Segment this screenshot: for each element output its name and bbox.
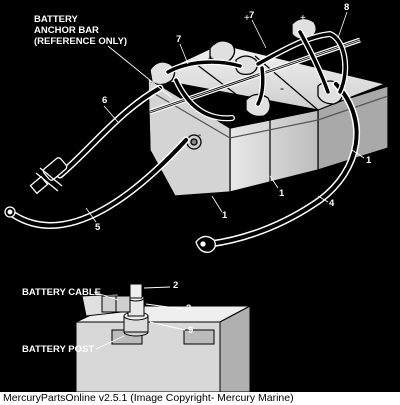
battery-post-label: BATTERY POST: [22, 344, 94, 355]
terminal-boot-3: [235, 55, 258, 76]
terminal-detail-inset: [75, 283, 251, 392]
ring-terminal-left: [4, 206, 16, 218]
polarity-minus-3: -: [198, 130, 201, 141]
callout-1-left: 1: [222, 210, 228, 221]
callout-6: 6: [102, 95, 107, 106]
callout-5: 5: [95, 222, 101, 233]
callout-8: 8: [344, 2, 349, 13]
image-copyright-caption: MercuryPartsOnline v2.5.1 (Image Copyrig…: [0, 392, 400, 405]
svg-text:(REFERENCE ONLY): (REFERENCE ONLY): [34, 36, 127, 47]
callouts: 8 7 7 6 5 4 1 1 1: [85, 2, 372, 233]
anchor-bar-leader: [107, 45, 173, 99]
battery-cable-diagram: + + + - - -: [4, 2, 389, 392]
polarity-minus-2: -: [280, 81, 284, 95]
svg-text:ANCHOR BAR: ANCHOR BAR: [34, 25, 99, 36]
inset-labels: BATTERY CABLE BATTERY POST 2 3 9: [22, 280, 193, 355]
callout-7-left: 7: [176, 34, 181, 45]
polarity-minus-1: -: [268, 93, 272, 107]
callout-1-right: 1: [366, 155, 372, 166]
plug-connector: [29, 157, 68, 195]
callout-3: 3: [186, 303, 191, 314]
polarity-plus-3: +: [300, 13, 306, 24]
inset-battery-cable: [81, 293, 131, 317]
battery-post-stack: [123, 283, 149, 337]
svg-text:BATTERY: BATTERY: [34, 14, 78, 25]
callout-4: 4: [329, 198, 335, 209]
ring-terminal-right: [195, 235, 216, 253]
anchor-bar-label: BATTERY ANCHOR BAR (REFERENCE ONLY): [34, 14, 127, 47]
callout-2: 2: [173, 280, 178, 291]
battery-cable-label: BATTERY CABLE: [22, 287, 101, 298]
cables: [10, 29, 361, 248]
callout-1-mid: 1: [279, 188, 285, 199]
callout-9: 9: [188, 325, 193, 336]
polarity-plus-1: +: [244, 13, 250, 24]
cable-ends: [4, 157, 216, 253]
callout-7-right: 7: [249, 10, 254, 21]
